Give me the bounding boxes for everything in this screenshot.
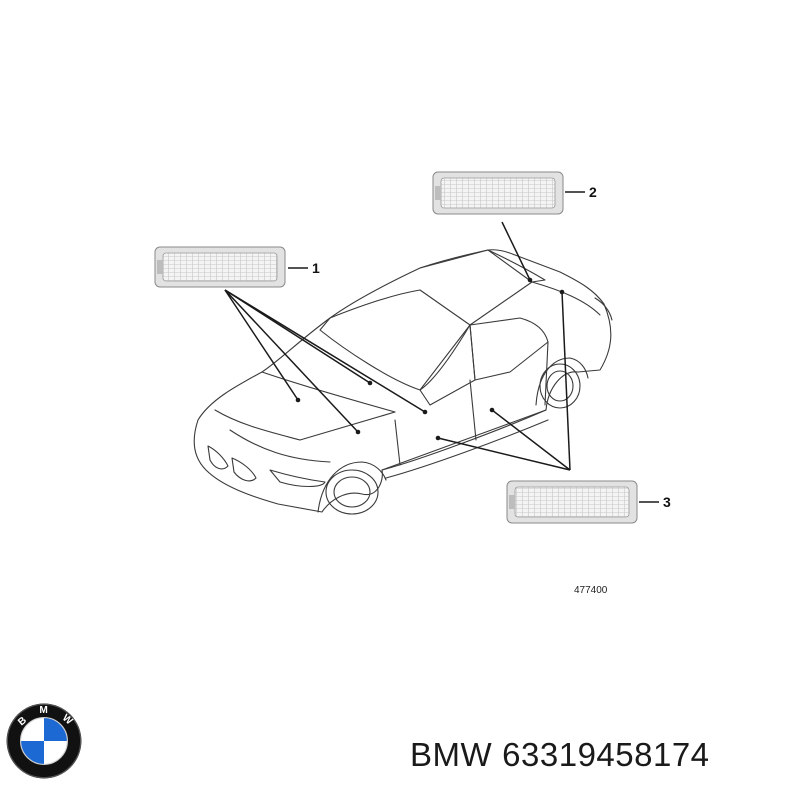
brand-name: BMW [410, 736, 493, 773]
leader-lines [224, 191, 659, 503]
leader-dots [295, 277, 565, 441]
car-outline [193, 249, 613, 515]
light-unit-2 [432, 171, 564, 215]
light-unit-3 [506, 480, 638, 524]
callout-2: 2 [589, 184, 597, 200]
callout-1: 1 [312, 260, 320, 276]
light-unit-1 [154, 246, 286, 288]
reference-number: 477400 [574, 585, 608, 596]
svg-text:M: M [39, 705, 47, 716]
part-number: 63319458174 [502, 736, 710, 773]
bmw-logo: B M W [6, 703, 82, 779]
callout-3: 3 [663, 494, 671, 510]
